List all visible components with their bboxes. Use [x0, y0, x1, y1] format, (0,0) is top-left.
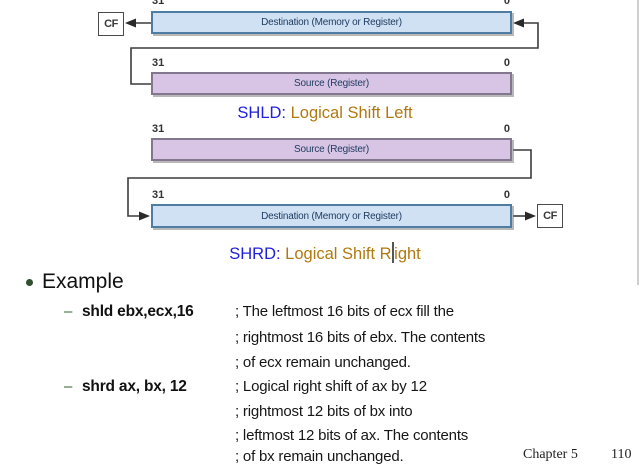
- shrd-cf-box: CF: [537, 204, 563, 228]
- page-number: 110: [611, 447, 632, 462]
- text-cursor: [392, 242, 394, 263]
- comment-line: ; of bx remain unchanged.: [235, 448, 404, 465]
- dash-icon: –: [64, 378, 73, 395]
- shld-dest-arrowhead: [513, 18, 524, 28]
- shrd-destination-label: Destination (Memory or Register): [261, 210, 402, 222]
- instruction-shrd: shrd ax, bx, 12: [82, 378, 187, 395]
- comment-line: ; The leftmost 16 bits of ecx fill the: [235, 303, 454, 320]
- shrd-source-box: Source (Register): [151, 138, 512, 161]
- slide-right-edge: [637, 0, 639, 285]
- dash-icon: –: [64, 303, 73, 320]
- shrd-mnemonic: SHRD:: [229, 245, 281, 263]
- shld-destination-label: Destination (Memory or Register): [261, 17, 402, 28]
- shrd-cf-arrowhead: [525, 211, 536, 221]
- instruction-shld: shld ebx,ecx,16: [82, 303, 194, 320]
- shld-src-bit31-label: 31: [152, 57, 165, 69]
- shld-cf-arrowhead: [125, 18, 136, 28]
- shrd-dest-arrowhead: [139, 211, 150, 221]
- shld-description: Logical Shift Left: [286, 104, 413, 122]
- comment-line: ; of ecx remain unchanged.: [235, 354, 411, 371]
- shrd-destination-box: Destination (Memory or Register): [151, 204, 512, 228]
- shrd-dest-bit0-label: 0: [503, 189, 510, 201]
- chapter-label: Chapter 5: [523, 447, 578, 462]
- shld-mnemonic: SHLD:: [237, 104, 287, 122]
- shld-source-to-dest-line: [130, 22, 539, 85]
- shrd-description-pre: Logical Shift R: [280, 245, 392, 263]
- shrd-src-bit0-label: 0: [503, 123, 510, 135]
- shrd-description-post: ight: [394, 245, 421, 263]
- shld-source-box: Source (Register): [151, 72, 512, 95]
- shrd-dest-bit31-label: 31: [152, 189, 165, 201]
- example-heading: Example: [42, 270, 124, 293]
- comment-line: ; rightmost 16 bits of ebx. The contents: [235, 329, 486, 346]
- shld-dest-bit31-label: 31: [152, 0, 165, 7]
- shld-cf-box: CF: [98, 12, 124, 36]
- comment-line: ; Logical right shift of ax by 12: [235, 378, 427, 395]
- shld-src-bit0-label: 0: [503, 57, 510, 69]
- shrd-src-bit31-label: 31: [152, 123, 165, 135]
- comment-line: ; rightmost 12 bits of bx into: [235, 403, 413, 420]
- shld-dest-bit0-label: 0: [503, 0, 510, 7]
- shld-caption: SHLD: Logical Shift Left: [140, 104, 510, 123]
- comment-line: ; leftmost 12 bits of ax. The contents: [235, 427, 469, 444]
- shrd-source-to-dest-line: [127, 149, 532, 217]
- shld-destination-box: Destination (Memory or Register): [151, 11, 512, 34]
- bullet-icon: [26, 279, 33, 286]
- shld-source-label: Source (Register): [294, 78, 369, 89]
- shrd-source-label: Source (Register): [294, 144, 369, 155]
